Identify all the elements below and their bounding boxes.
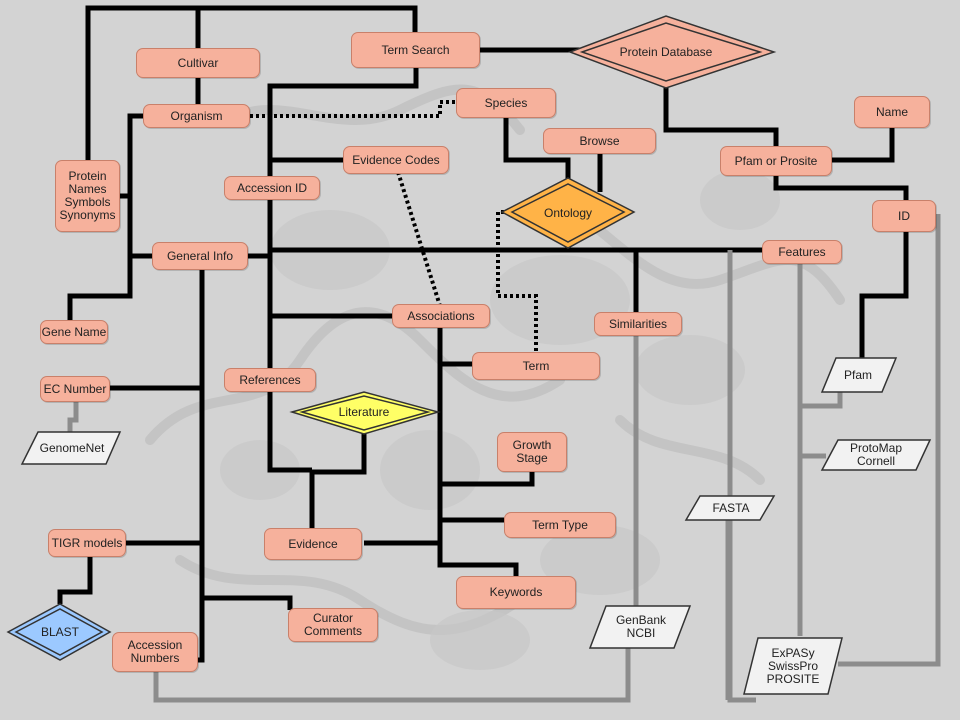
- organism-label: Organism: [170, 108, 223, 123]
- link-tigr-blast: [57, 557, 93, 604]
- blast-diamond-inner: [14, 608, 104, 656]
- genomenet-parallelogram[interactable]: [20, 431, 122, 465]
- references-label: References: [239, 372, 301, 387]
- link-pfam-id: [773, 174, 909, 200]
- link-id-pfam-ext: [859, 232, 909, 358]
- expasy-parallelogram[interactable]: [743, 637, 843, 695]
- link-generalinfo-down: [196, 270, 205, 663]
- term-box[interactable]: Term: [472, 352, 600, 380]
- link-protdb-pfam: [663, 84, 779, 146]
- features-label: Features: [778, 244, 826, 259]
- associations-box[interactable]: Associations: [392, 304, 490, 328]
- link-pfam-name: [832, 128, 895, 163]
- fasta-parallelogram[interactable]: [684, 495, 776, 521]
- link-termsearch-trunk: [267, 68, 419, 473]
- similarities-box[interactable]: Similarities: [594, 312, 682, 336]
- pfam-external-label: Pfam: [843, 367, 872, 382]
- organism-box[interactable]: Organism: [143, 104, 250, 128]
- pfam-or-prosite-box[interactable]: Pfam or Prosite: [720, 146, 832, 176]
- term-search-box[interactable]: Term Search: [351, 32, 480, 68]
- accession-numbers-label: Accession Numbers: [127, 638, 183, 665]
- fasta-label: FASTA: [712, 500, 750, 515]
- link-assoc-growth: [440, 470, 535, 487]
- link-pfamext-protomap: [800, 392, 843, 409]
- features-box[interactable]: Features: [762, 240, 842, 264]
- evidence-label: Evidence: [288, 536, 338, 551]
- link-literature-evidence: [309, 432, 367, 528]
- cultivar-label: Cultivar: [177, 55, 219, 70]
- id-label: ID: [898, 208, 910, 223]
- pfam-or-prosite-label: Pfam or Prosite: [734, 153, 818, 168]
- term-type-label: Term Type: [532, 517, 588, 532]
- associations-label: Associations: [407, 308, 475, 323]
- evidence-codes-label: Evidence Codes: [352, 152, 440, 167]
- accession-numbers-box[interactable]: Accession Numbers: [112, 632, 198, 672]
- browse-box[interactable]: Browse: [543, 128, 656, 154]
- tigr-models-label: TIGR models: [51, 535, 123, 550]
- term-search-label: Term Search: [381, 42, 450, 57]
- ontology-label: Ontology: [543, 205, 593, 220]
- tigr-models-box[interactable]: TIGR models: [48, 529, 126, 557]
- genbank-parallelogram[interactable]: [588, 605, 692, 649]
- protein-database-label: Protein Database: [619, 44, 713, 59]
- link-top-bus: [85, 5, 418, 160]
- keywords-label: Keywords: [489, 585, 543, 599]
- species-box[interactable]: Species: [456, 88, 556, 118]
- ec-number-box[interactable]: EC Number: [40, 376, 110, 402]
- gene-name-box[interactable]: Gene Name: [40, 320, 108, 344]
- term-type-box[interactable]: Term Type: [504, 512, 616, 538]
- ontology-diamond-inner: [510, 183, 626, 243]
- term-label: Term: [522, 358, 550, 373]
- curator-comments-label: Curator Comments: [303, 611, 362, 638]
- protein-names-box[interactable]: Protein Names Symbols Synonyms: [55, 160, 120, 232]
- link-organism-spine: [67, 113, 143, 320]
- browse-label: Browse: [579, 133, 620, 148]
- keywords-box[interactable]: Keywords: [456, 576, 576, 609]
- pfam-parallelogram[interactable]: [820, 357, 898, 393]
- references-box[interactable]: References: [224, 368, 316, 392]
- link-associations-down: [437, 328, 519, 578]
- name-label: Name: [875, 104, 908, 119]
- blast-label: BLAST: [40, 624, 79, 639]
- protomap-parallelogram[interactable]: [820, 439, 932, 471]
- link-species-browse-ontology: [503, 118, 571, 192]
- protomap-label: ProtoMap Cornell: [849, 441, 903, 468]
- link-accession-genbank: [153, 646, 631, 703]
- ec-number-label: EC Number: [43, 381, 107, 396]
- link-ec-genomenet: [67, 402, 79, 432]
- link-organism-species-dotted: [250, 100, 456, 118]
- expasy-label: ExPASy SwissPro PROSITE: [766, 645, 820, 686]
- genbank-label: GenBank NCBI: [615, 613, 667, 640]
- species-label: Species: [484, 95, 528, 110]
- gene-name-label: Gene Name: [41, 324, 107, 339]
- literature-diamond-inner: [299, 395, 431, 431]
- growth-stage-box[interactable]: Growth Stage: [497, 432, 567, 472]
- link-id-expasy: [838, 214, 941, 667]
- protein-names-label: Protein Names Symbols Synonyms: [59, 169, 116, 222]
- general-info-box[interactable]: General Info: [152, 242, 248, 270]
- similarities-label: Similarities: [608, 316, 667, 331]
- accession-id-box[interactable]: Accession ID: [224, 176, 320, 200]
- evidence-codes-box[interactable]: Evidence Codes: [343, 146, 449, 174]
- general-info-label: General Info: [166, 248, 234, 263]
- accession-id-label: Accession ID: [236, 180, 308, 195]
- name-box[interactable]: Name: [854, 96, 930, 128]
- genomenet-label: GenomeNet: [39, 440, 105, 455]
- cultivar-box[interactable]: Cultivar: [136, 48, 260, 78]
- link-generalinfo-curator: [202, 595, 293, 610]
- protein-database-diamond-inner: [579, 22, 763, 82]
- evidence-box[interactable]: Evidence: [264, 528, 362, 560]
- growth-stage-label: Growth Stage: [512, 438, 552, 465]
- literature-label: Literature: [338, 404, 390, 419]
- id-box[interactable]: ID: [872, 200, 936, 232]
- curator-comments-box[interactable]: Curator Comments: [288, 608, 378, 642]
